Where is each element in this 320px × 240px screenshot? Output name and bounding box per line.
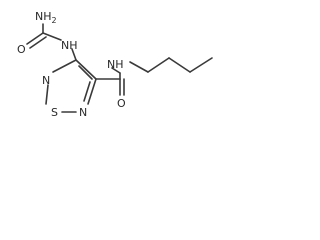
bond-nh-butyl-1 (129, 61, 149, 73)
bond-ring-s-n-top (45, 84, 49, 105)
atom-s-ring: S (51, 106, 58, 119)
bond-butyl-1-2 (147, 57, 170, 73)
bond-c-o-top-1 (26, 32, 44, 45)
atom-nh-left: NH (61, 39, 78, 52)
atom-n-ring-bottom: N (79, 106, 87, 119)
bond-c-o-top-2 (29, 36, 47, 49)
atom-o-top: O (17, 43, 26, 56)
bond-ring-c4-n-top (52, 59, 77, 73)
molecule-diagram: NH2 O NH NH O N S N (0, 0, 234, 138)
atom-n-ring-top: N (42, 74, 50, 87)
bond-ring-c4-c3 (75, 59, 97, 80)
bond-amide-c-nh-2 (111, 67, 121, 74)
bond-ring-c4-c3-double (78, 65, 93, 80)
structure-svg: NH2 O NH NH O N S N (17, 10, 213, 119)
atom-nh2: NH2 (35, 10, 57, 25)
bond-ring-c3-n-bottom (87, 78, 97, 105)
bond-nh-ring-c4 (71, 48, 77, 61)
atom-o-right: O (117, 97, 126, 110)
atom-nh-right: NH (107, 58, 124, 71)
bond-ring-double-n-bottom (83, 81, 91, 102)
bond-c-nh-left (42, 32, 62, 41)
bond-butyl-2-3 (168, 57, 191, 73)
bond-butyl-3-4 (189, 57, 213, 73)
